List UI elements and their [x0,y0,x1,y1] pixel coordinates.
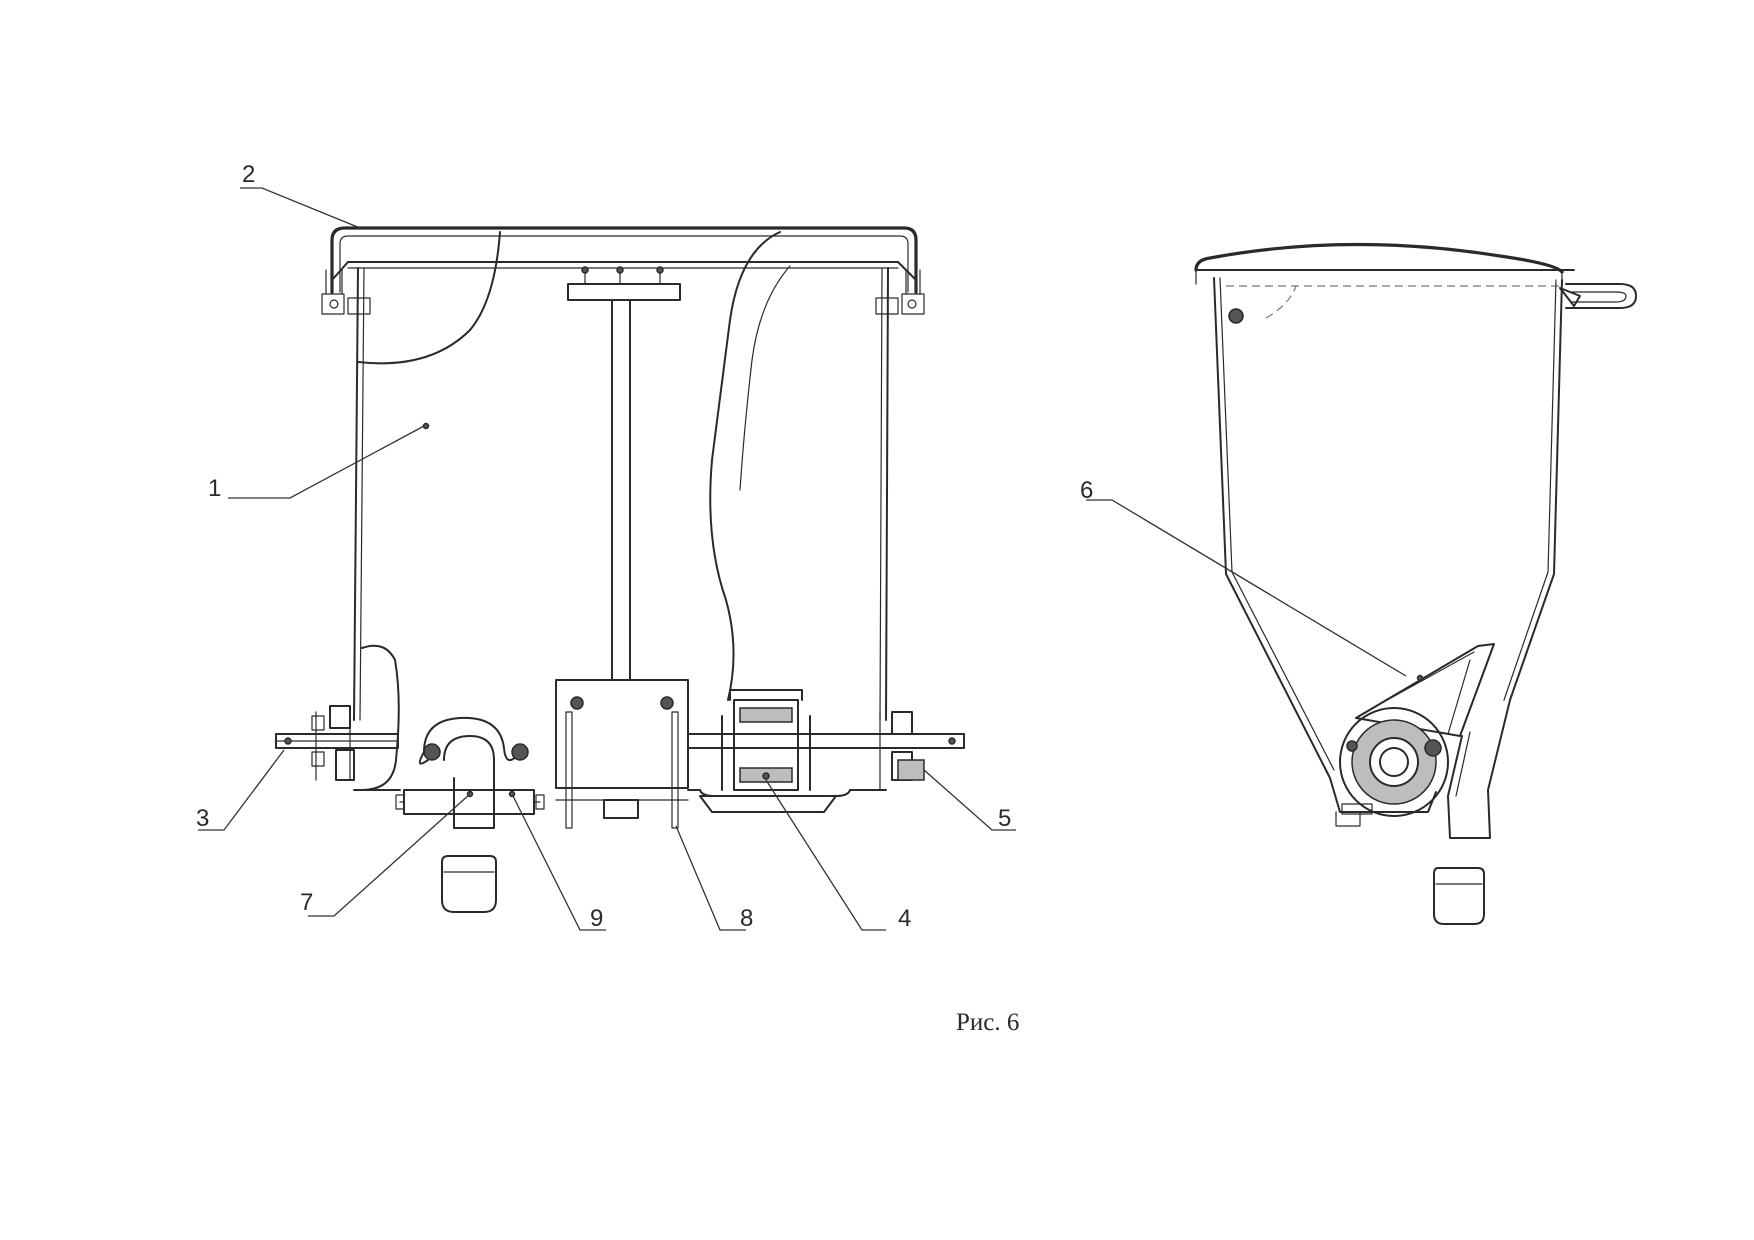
side-chute [1355,643,1495,737]
cutaway-bottom-left [361,644,400,791]
side-handle [1565,283,1637,309]
cutaway-right [709,231,781,701]
central-block [555,679,689,829]
callout-6: 6 [1080,477,1093,504]
front-view: 1 2 3 4 5 7 8 9 [196,161,1016,932]
leader-8 [675,825,746,931]
hopper-body [353,267,889,721]
callout-9: 9 [590,905,603,932]
callout-4: 4 [898,905,911,932]
leader-2 [240,187,361,229]
drive-housing [699,689,837,813]
leader-4 [765,779,886,931]
main-shaft [275,733,965,749]
side-nozzle-cap [1433,867,1485,925]
nozzle-cap [441,855,497,913]
leader-5 [923,769,1016,831]
leader-6 [1086,499,1407,677]
leader-3 [198,749,285,831]
callout-3: 3 [196,805,209,832]
side-view: 6 [1080,242,1637,925]
leader-1 [228,425,425,499]
right-bearing [879,711,925,791]
side-lid [1194,242,1564,274]
callout-8: 8 [740,905,753,932]
lid [330,226,918,294]
stirrer-assembly [567,266,681,681]
side-rotor [1339,707,1449,817]
callout-2: 2 [242,161,255,188]
callout-1: 1 [208,475,221,502]
left-bearing [311,705,355,781]
callout-5: 5 [998,805,1011,832]
discharge-pipe [395,716,545,829]
leader-7 [308,793,471,917]
leader-9 [511,793,606,931]
figure-caption: Рис. 6 [956,1009,1019,1036]
side-body [1213,277,1563,779]
left-clamp [321,269,371,315]
callout-7: 7 [300,889,313,916]
side-spout [1447,699,1511,839]
cutaway-top-left [357,231,501,365]
